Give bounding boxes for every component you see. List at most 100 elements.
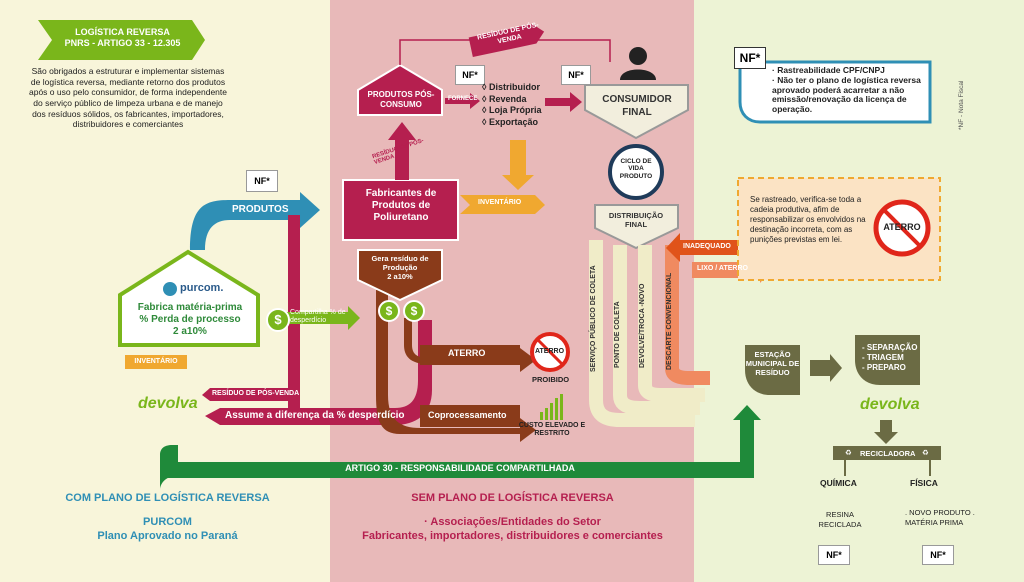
residuo-pos-venda-left: RESÍDUO DE PÓS-VENDA [212,390,300,397]
inadequado-arrow [666,233,740,262]
aterro-sign-mid-label: ATERRO [535,348,565,355]
channel-label-4: DESCARTE CONVENCIONAL [666,272,673,370]
dollar-icon-mid-1: $ [378,300,400,322]
fabricantes-label: Fabricantes de Produtos de Poliuretano [345,188,457,224]
estacao-label: ESTAÇÃO MUNICIPAL DE RESÍDUO [745,350,800,377]
coprocessamento-label: Coprocessamento [428,410,507,420]
devolva-logo-left: devolva [138,395,198,412]
distrib-list: ◊ Distribuidor ◊ Revenda ◊ Loja Própria … [482,82,541,129]
quimica-out: RESINA RECICLADA [818,510,862,529]
distribuicao-line1: DISTRIBUIÇÃO [608,211,664,220]
recycle-icon-left: ♻ [845,448,852,457]
pos-consumo-house [357,63,443,116]
coproc-bar [420,405,520,427]
nf-tag-mid: NF* [455,65,485,85]
inventario-mid: INVENTÁRIO [478,199,522,206]
lixo-label: LIXO / ATERRO [697,265,748,272]
residuo-pos-venda-bar [202,388,300,401]
distribuicao-line2: FINAL [624,220,648,229]
separacao-list: - SEPARAÇÃO - TRIAGEM - PREPARO [862,343,917,373]
inventario-left: INVENTÁRIO [125,355,187,369]
separacao-shape [855,335,920,385]
produtos-arrow [190,192,320,250]
separacao-item: - PREPARO [862,363,906,372]
distrib-item-label: Exportação [488,117,538,128]
purcom-house [118,249,260,347]
distrib-item: ◊ Distribuidor [482,82,540,92]
footer-left-sub: PURCOM Plano Aprovado no Paraná [40,516,295,544]
footer-mid-title: SEM PLANO DE LOGÍSTICA REVERSA [411,492,614,504]
fisica-label: FÍSICA [910,478,938,488]
distribuicao-label: DISTRIBUIÇÃO FINAL [597,211,675,229]
gera-label: Gera resíduo de Produção 2 a10% [360,254,440,281]
artigo30-label: ARTIGO 30 - RESPONSABILIDADE COMPARTILHA… [345,463,575,473]
nf-item: · Não ter o plano de logística reversa a… [772,74,921,115]
distrib-item: ◊ Revenda [482,93,527,104]
distribuicao-shield [594,204,679,250]
footer-mid-sub2: Fabricantes, importadores, distribuidore… [362,529,663,542]
factory-label: Fabrica matéria-prima % Perda de process… [125,302,255,338]
channel-label-2: PONTO DE COLETA [614,301,621,368]
banner-line1: LOGÍSTICA REVERSA [75,27,170,37]
separacao-item: - SEPARAÇÃO [862,343,918,352]
residuo-tag [468,23,545,58]
recicladora-branch [844,460,931,476]
nf-tag-fisica: NF* [922,545,954,565]
quimica-label: QUÍMICA [820,478,857,488]
factory-line3: 2 a10% [173,326,207,337]
aterro-bar [420,345,520,365]
gera-line3: 2 a10% [387,272,413,281]
nf-tag-left: NF* [246,170,278,192]
consumidor-label: CONSUMIDOR FINAL [588,94,686,119]
estacao-shape [745,345,800,395]
chart-icon [540,394,563,420]
nf-note: *NF - Nota Fiscal [958,80,965,130]
devolva-logo-right: devolva [860,396,920,413]
footer-mid-sub1: · Associações/Entidades do Setor [424,516,601,528]
inventario-orange-tag [460,195,545,214]
recicladora-bar [833,446,941,460]
artigo30-bar [160,462,754,478]
nf-item: · Rastreabilidade CPF/CNPJ [772,65,885,75]
aterro-mid-label: ATERRO [448,348,486,358]
banner-shape [38,20,205,60]
distrib-item-label: Revenda [488,93,527,104]
distrib-item: ◊ Loja Própria [482,105,542,116]
nf-tag-consumer: NF* [561,65,591,85]
factory-line2: % Perda de processo [139,314,241,325]
dollar-icon-mid-2: $ [403,300,425,322]
recycle-icon-right: ♻ [922,448,929,457]
channel-label-1: SERVIÇO PÚBLICO DE COLETA [590,265,597,372]
purcom-logo-icon [163,282,177,296]
ciclo-label: CICLO DE VIDA PRODUTO [619,158,653,180]
channel-1 [589,240,695,427]
consumer-head [629,47,647,65]
ciclo-circle [608,144,664,200]
distrib-item-label: Loja Própria [488,105,542,116]
pos-consumo-label: PRODUTOS PÓS-CONSUMO [367,90,435,109]
footer-left-sub2: Plano Aprovado no Paraná [97,529,238,542]
fabricantes-line1: Fabricantes de [365,188,437,199]
fabricantes-box [342,179,459,241]
compartilha-label: Compartilha % de desperdício [290,309,346,324]
footer-left-title: COM PLANO DE LOGÍSTICA REVERSA [65,492,270,504]
recicladora-down-arrow [874,420,898,444]
fabricantes-line3: Poliuretano [373,212,429,223]
footer-left-sub1: PURCOM [143,516,192,528]
gera-shield [357,249,443,302]
proibido-label: PROIBIDO [532,375,570,384]
inventario-orange-arrow [502,140,534,190]
aterro-sign-right-label: ATERRO [883,222,921,232]
consumidor-line2: FINAL [622,106,652,118]
assume-label: Assume a diferença da % desperdício [225,410,405,421]
fornece-arrow [445,93,480,109]
dollar-icon-left: $ [266,308,290,332]
intro-text: São obrigados a estruturar e implementar… [29,66,227,130]
gera-line1: Gera resíduo de [371,254,429,263]
consumer-body [620,69,656,80]
fornece-label: FORNECE [448,96,478,102]
distrib-item: ◊ Exportação [482,117,538,128]
channel-3 [638,245,705,402]
distrib-item-label: Distribuidor [488,82,540,92]
